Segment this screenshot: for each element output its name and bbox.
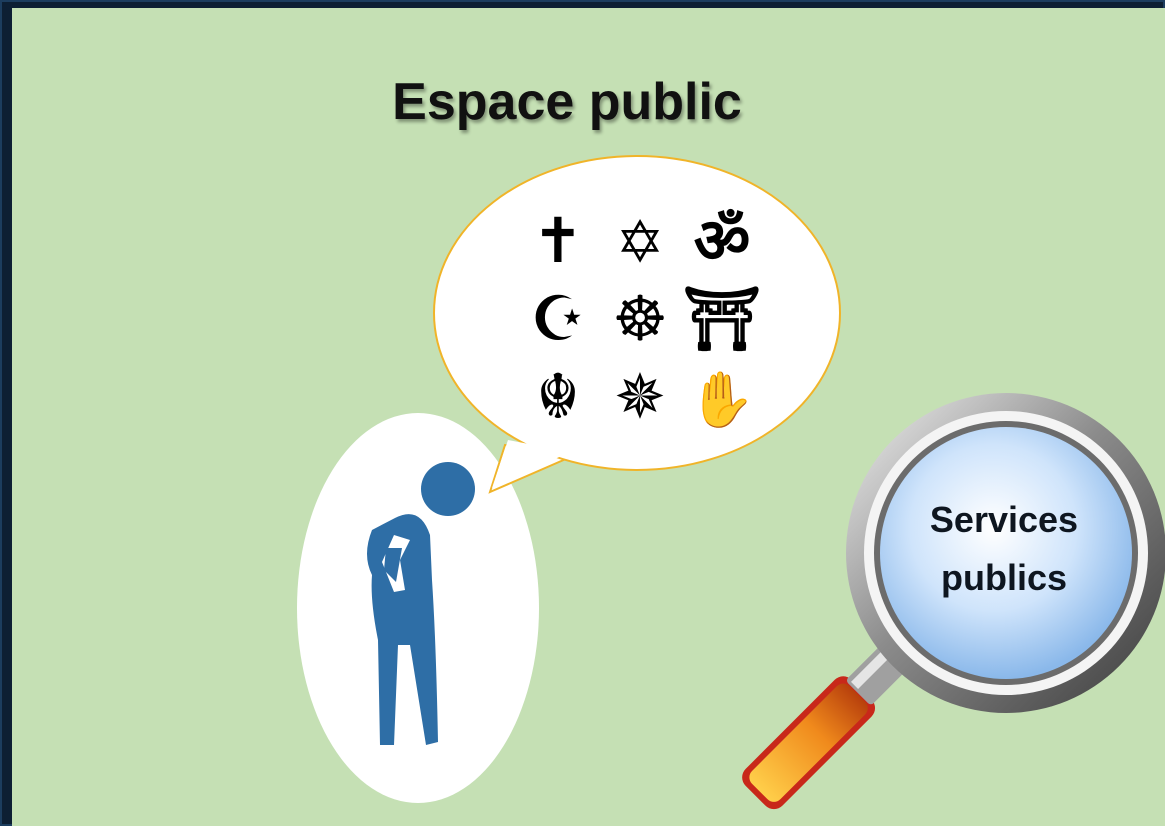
magnifying-glass-icon: Services publics xyxy=(742,393,1165,810)
lens-label-line2: publics xyxy=(941,557,1067,598)
star-of-david-icon: ✡ xyxy=(616,208,665,276)
om-icon: ॐ xyxy=(694,204,751,277)
speech-bubble xyxy=(433,155,841,494)
star-and-crescent-icon: ☪ xyxy=(530,282,586,355)
bahai-star-icon: ✵ xyxy=(614,360,666,433)
religious-symbols-grid: ✝ ✡ ॐ ☪ ☸ ⛩ ☬ ✵ ✋ xyxy=(530,204,761,433)
khanda-icon: ☬ xyxy=(536,360,580,433)
page-title: Espace public xyxy=(392,73,742,131)
lens-label-line1: Services xyxy=(930,499,1078,540)
jain-hand-icon: ✋ xyxy=(688,368,755,431)
person-figure xyxy=(367,462,475,745)
christian-cross-icon: ✝ xyxy=(532,204,584,277)
dharma-wheel-icon: ☸ xyxy=(612,282,668,355)
torii-icon: ⛩ xyxy=(683,282,762,355)
